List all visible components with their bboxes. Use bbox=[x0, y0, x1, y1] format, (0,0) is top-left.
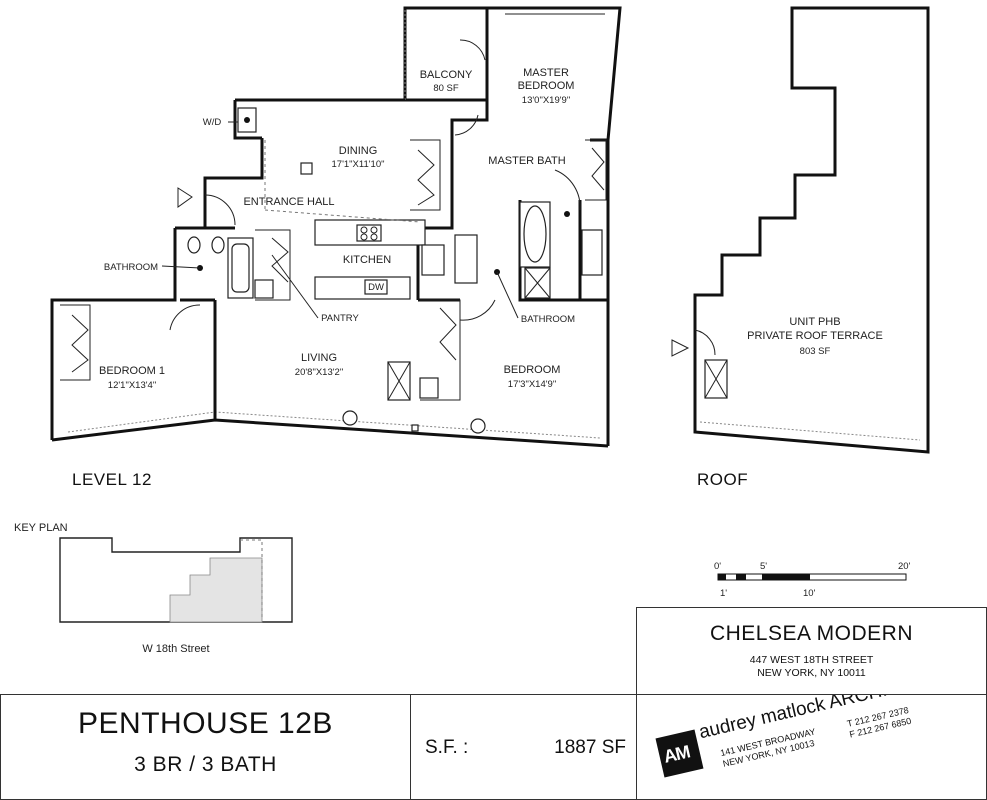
dining-label: DINING bbox=[339, 145, 378, 157]
living-size: 20'8"X13'2" bbox=[295, 367, 343, 378]
roof-plan bbox=[671, 6, 930, 454]
project-address-1: 447 WEST 18TH STREET bbox=[749, 654, 874, 666]
roof-label: ROOF bbox=[697, 470, 748, 489]
project-address-2: NEW YORK, NY 10011 bbox=[757, 667, 866, 679]
scale-tick-5: 5' bbox=[760, 561, 767, 572]
bathroom-right-label: BATHROOM bbox=[521, 314, 575, 325]
terrace-size: 803 SF bbox=[800, 346, 831, 357]
scale-tick-1: 1' bbox=[720, 588, 727, 599]
project-name: CHELSEA MODERN bbox=[709, 622, 914, 645]
bedroom-label: BEDROOM bbox=[504, 364, 561, 376]
key-plan-label: KEY PLAN bbox=[14, 522, 68, 534]
dw-label: DW bbox=[368, 282, 384, 293]
bathroom-left-label: BATHROOM bbox=[104, 262, 158, 273]
wd-label: W/D bbox=[203, 117, 222, 128]
architect-logo-letters: AM bbox=[661, 741, 692, 767]
master-bath-label: MASTER BATH bbox=[488, 155, 565, 167]
master-bedroom-label-1: MASTER bbox=[523, 67, 569, 79]
level-label: LEVEL 12 bbox=[72, 470, 152, 489]
unit-type: 3 BR / 3 BATH bbox=[134, 753, 277, 776]
balcony-label: BALCONY bbox=[420, 69, 473, 81]
bedroom-size: 17'3"X14'9" bbox=[508, 379, 556, 390]
unit-box: PENTHOUSE 12B 3 BR / 3 BATH bbox=[0, 694, 411, 800]
architect-box: AM audrey matlock ARCHITECT 141 WEST BRO… bbox=[636, 694, 987, 800]
dining-size: 17'1"X11'10" bbox=[332, 159, 385, 170]
balcony-size: 80 SF bbox=[433, 83, 459, 94]
living-label: LIVING bbox=[301, 352, 337, 364]
bedroom1-size: 12'1"X13'4" bbox=[108, 380, 156, 391]
project-title-box: CHELSEA MODERN 447 WEST 18TH STREET NEW … bbox=[636, 607, 987, 695]
scale-tick-10: 10' bbox=[803, 588, 816, 599]
architect-block: AM audrey matlock ARCHITECT 141 WEST BRO… bbox=[651, 695, 986, 797]
terrace-label-1: UNIT PHB bbox=[789, 316, 840, 328]
master-bedroom-label-2: BEDROOM bbox=[518, 80, 575, 92]
pantry-label: PANTRY bbox=[321, 313, 359, 324]
level-12-plan bbox=[50, 6, 622, 448]
sf-label: S.F. : bbox=[425, 737, 469, 758]
architect-logo: AM bbox=[655, 729, 704, 778]
entrance-hall-label: ENTRANCE HALL bbox=[243, 196, 334, 208]
scale-tick-20: 20' bbox=[898, 561, 911, 572]
terrace-label-2: PRIVATE ROOF TERRACE bbox=[747, 330, 883, 342]
room-labels: BALCONY 80 SF MASTER BEDROOM 13'0"X19'9"… bbox=[14, 67, 911, 655]
kitchen-label: KITCHEN bbox=[343, 254, 391, 266]
street-label: W 18th Street bbox=[142, 643, 209, 655]
scale-tick-0: 0' bbox=[714, 561, 721, 572]
unit-name: PENTHOUSE 12B bbox=[78, 707, 333, 740]
scale-bar bbox=[717, 573, 907, 581]
master-bedroom-size: 13'0"X19'9" bbox=[522, 95, 570, 106]
sf-box: S.F. : 1887 SF bbox=[410, 694, 637, 800]
sf-value: 1887 SF bbox=[554, 737, 626, 758]
key-plan-drawing bbox=[59, 537, 293, 623]
bedroom1-label: BEDROOM 1 bbox=[99, 365, 165, 377]
